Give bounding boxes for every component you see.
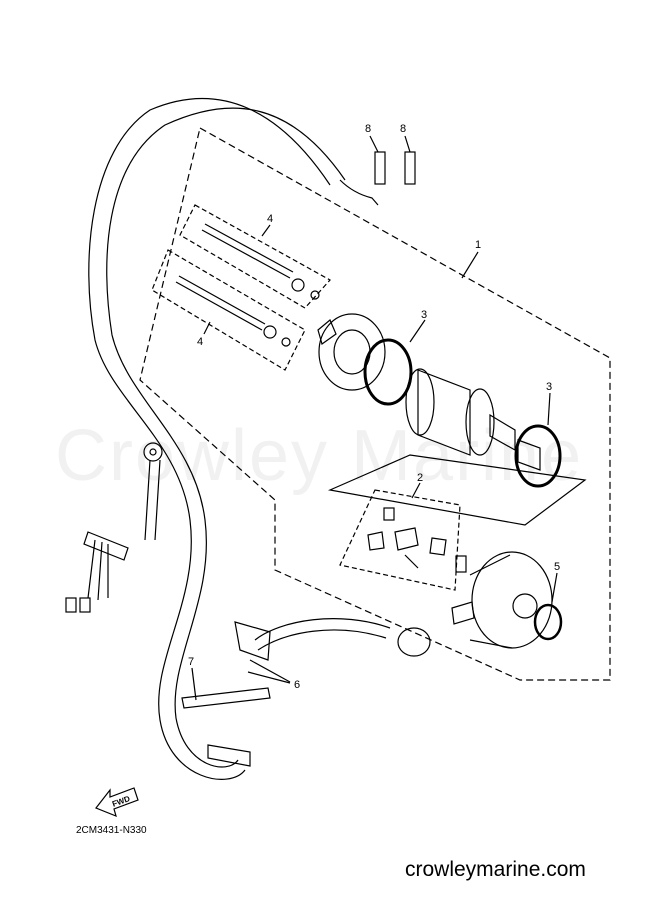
callout-3-upper: 3 <box>421 309 427 321</box>
through-bolt-upper <box>201 223 294 279</box>
o-ring-small-lower <box>281 337 291 347</box>
callout-1: 1 <box>475 239 481 251</box>
through-bolt-lower <box>175 275 266 331</box>
harness-cable-inner <box>106 107 346 768</box>
motor-yoke-end <box>405 368 435 436</box>
connector-b <box>79 597 91 613</box>
leader-8b <box>404 135 411 153</box>
washer-lower <box>263 325 277 339</box>
cable-tie <box>181 687 271 709</box>
diagram-code: 2CM3431-N330 <box>76 825 147 836</box>
footer-url: crowleymarine.com <box>405 858 586 881</box>
washer-upper <box>291 278 305 292</box>
leader-1 <box>461 251 479 279</box>
harness-cable-outer <box>88 97 331 780</box>
bolt-group-box-lower <box>151 249 306 371</box>
leader-3a <box>409 319 426 343</box>
harness-clamp-upper <box>234 621 271 661</box>
bolt-group-box-upper <box>179 204 331 309</box>
cable-terminal-lead <box>144 459 161 541</box>
leader-4b <box>203 321 211 335</box>
leader-6 <box>247 671 291 684</box>
terminal-block <box>451 601 475 625</box>
callout-7: 7 <box>188 656 194 668</box>
o-ring-upper <box>363 338 413 406</box>
o-ring-lower <box>514 424 562 488</box>
watermark-text: Crowley Marine <box>55 416 583 496</box>
brush-left <box>367 531 385 551</box>
rear-cover-screw <box>455 555 467 573</box>
motor-yoke-rear <box>465 388 495 456</box>
ring-terminal <box>143 442 163 462</box>
brush-right <box>429 537 447 556</box>
connector-a <box>65 597 77 613</box>
starter-cable <box>254 618 391 651</box>
brush-holder <box>394 527 419 551</box>
ring-terminal-hole <box>149 448 157 456</box>
leader-4a <box>261 224 271 237</box>
leader-2 <box>411 482 421 499</box>
callout-8-right: 8 <box>400 123 406 135</box>
cable-boot <box>397 627 431 657</box>
bolt-8-left <box>374 151 386 185</box>
o-ring-rear <box>533 603 563 641</box>
leader-8a <box>369 135 379 153</box>
cable-holder <box>249 659 291 683</box>
leader-7 <box>191 667 197 701</box>
assembly-outline <box>139 127 611 681</box>
brush-lead <box>404 554 419 569</box>
rear-cover-boss <box>512 593 538 619</box>
armature-plate <box>327 454 587 526</box>
front-cover-mount <box>317 319 337 345</box>
callout-6: 6 <box>294 679 300 691</box>
fwd-arrow <box>95 787 139 818</box>
rear-cover-body <box>469 554 513 649</box>
pinion-gear <box>517 439 541 471</box>
harness-clamp-lower <box>207 744 251 767</box>
motor-yoke <box>417 369 471 456</box>
callout-4-upper: 4 <box>267 213 273 225</box>
bolt-8-right <box>404 151 416 185</box>
connector-bracket <box>83 531 129 561</box>
leader-5 <box>551 572 558 603</box>
brush-kit-box <box>339 489 461 591</box>
brush-screw <box>383 507 395 521</box>
callout-2: 2 <box>417 472 423 484</box>
terminal-lug <box>339 179 379 206</box>
leader-3b <box>547 392 551 426</box>
callout-3-lower: 3 <box>546 381 552 393</box>
callout-4-lower: 4 <box>197 336 203 348</box>
o-ring-small-upper <box>310 290 320 300</box>
front-cover <box>318 313 386 391</box>
callout-8-left: 8 <box>365 123 371 135</box>
callout-5: 5 <box>554 561 560 573</box>
